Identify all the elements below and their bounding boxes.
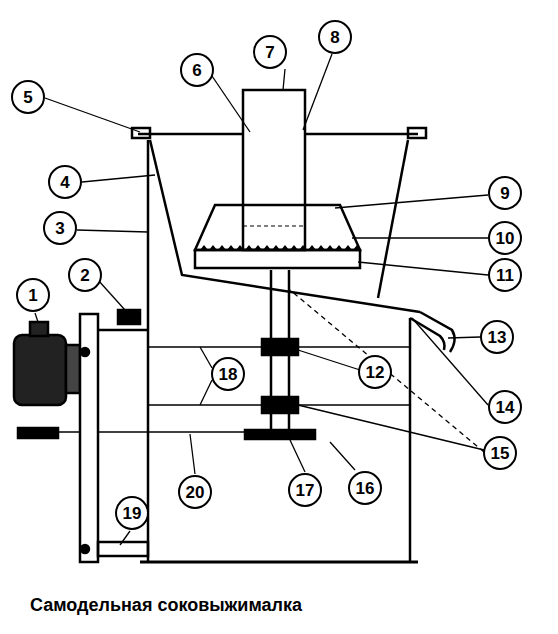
callout-number: 5	[23, 89, 32, 106]
callout-circle: 3	[43, 211, 77, 245]
callout-circle: 6	[180, 53, 214, 87]
callout-circle: 1	[16, 278, 50, 312]
callout-number: 7	[265, 44, 274, 61]
callout-number: 10	[496, 230, 515, 247]
callout-circle: 5	[11, 80, 45, 114]
callout-number: 4	[60, 174, 69, 191]
callout-circle: 7	[253, 35, 287, 69]
callout-circle: 8	[318, 20, 352, 54]
callout-circle: 15	[483, 436, 517, 470]
callout-circle: 9	[488, 176, 522, 210]
callout-number: 3	[55, 220, 64, 237]
callout-circle: 4	[48, 165, 82, 199]
callout-circle: 18	[211, 357, 245, 391]
callout-number: 1	[28, 287, 37, 304]
callout-circle: 17	[288, 473, 322, 507]
callout-number: 18	[219, 366, 238, 383]
callout-circle: 16	[348, 471, 382, 505]
callout-number: 12	[366, 364, 385, 381]
callout-number: 6	[192, 62, 201, 79]
callout-circle: 13	[480, 320, 514, 354]
callout-circle: 11	[488, 258, 522, 292]
callout-number: 9	[500, 185, 509, 202]
callout-circle: 2	[68, 258, 102, 292]
callout-number: 14	[496, 399, 515, 416]
callout-circle: 10	[488, 221, 522, 255]
callout-number: 20	[186, 484, 205, 501]
callout-circle: 12	[358, 355, 392, 389]
callout-circle: 19	[115, 496, 149, 530]
callout-circle: 14	[488, 390, 522, 424]
callout-number: 2	[80, 267, 89, 284]
callout-number: 15	[491, 445, 510, 462]
callout-circle: 20	[178, 475, 212, 509]
callout-number: 16	[356, 480, 375, 497]
callout-number: 13	[488, 329, 507, 346]
callout-number: 19	[123, 505, 142, 522]
callout-number: 17	[296, 482, 315, 499]
caption: Самодельная соковыжималка	[30, 595, 302, 616]
callout-number: 8	[330, 29, 339, 46]
callout-number: 11	[496, 267, 514, 284]
